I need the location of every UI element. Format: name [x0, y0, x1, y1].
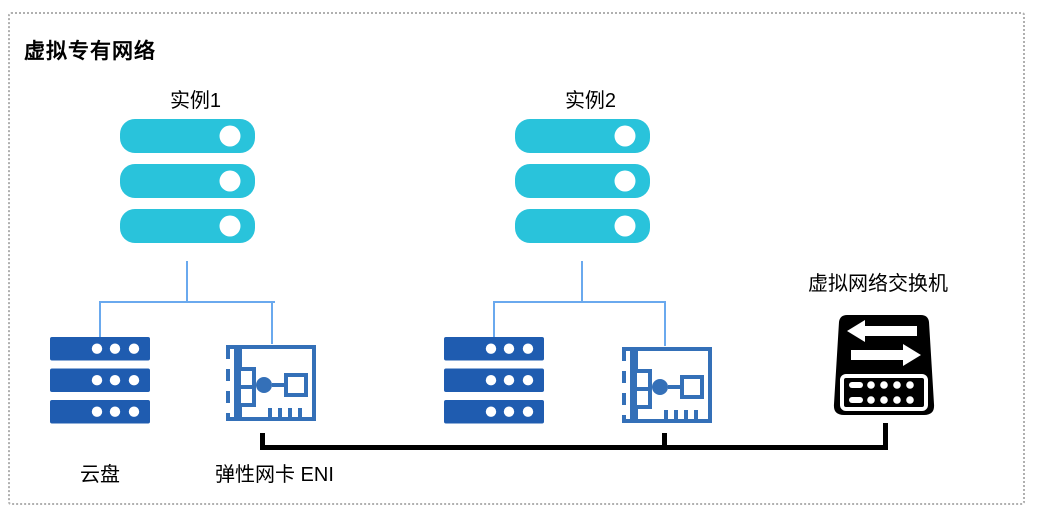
bus-stub-eni-1	[260, 433, 265, 450]
eni-label: 弹性网卡 ENI	[215, 464, 334, 486]
bus-line	[260, 445, 888, 450]
bus-stub-eni-2	[662, 433, 667, 450]
instance-1-icon	[120, 119, 255, 243]
connector-drop-disk-1	[99, 301, 101, 338]
vpc-boundary: 虚拟专有网络 实例1	[8, 12, 1025, 505]
vswitch-label: 虚拟网络交换机	[808, 273, 948, 295]
bus-stub-switch	[883, 423, 888, 450]
instance-2-label: 实例2	[564, 90, 617, 112]
connector-branch-1	[99, 301, 275, 303]
connector-stem-2	[581, 261, 583, 302]
cloud-disk-1-icon	[50, 337, 150, 424]
instance-2-icon	[515, 119, 650, 243]
disk-label: 云盘	[80, 464, 120, 486]
instance-1-label: 实例1	[169, 90, 222, 112]
connector-branch-2	[493, 301, 666, 303]
vswitch-icon	[833, 315, 935, 415]
eni-1-icon	[226, 345, 316, 421]
connector-drop-disk-2	[493, 301, 495, 338]
cloud-disk-2-icon	[444, 337, 544, 424]
eni-2-icon	[622, 347, 712, 423]
vpc-title: 虚拟专有网络	[24, 40, 156, 63]
connector-drop-eni-1	[271, 301, 273, 344]
connector-drop-eni-2	[664, 301, 666, 346]
connector-stem-1	[186, 261, 188, 302]
